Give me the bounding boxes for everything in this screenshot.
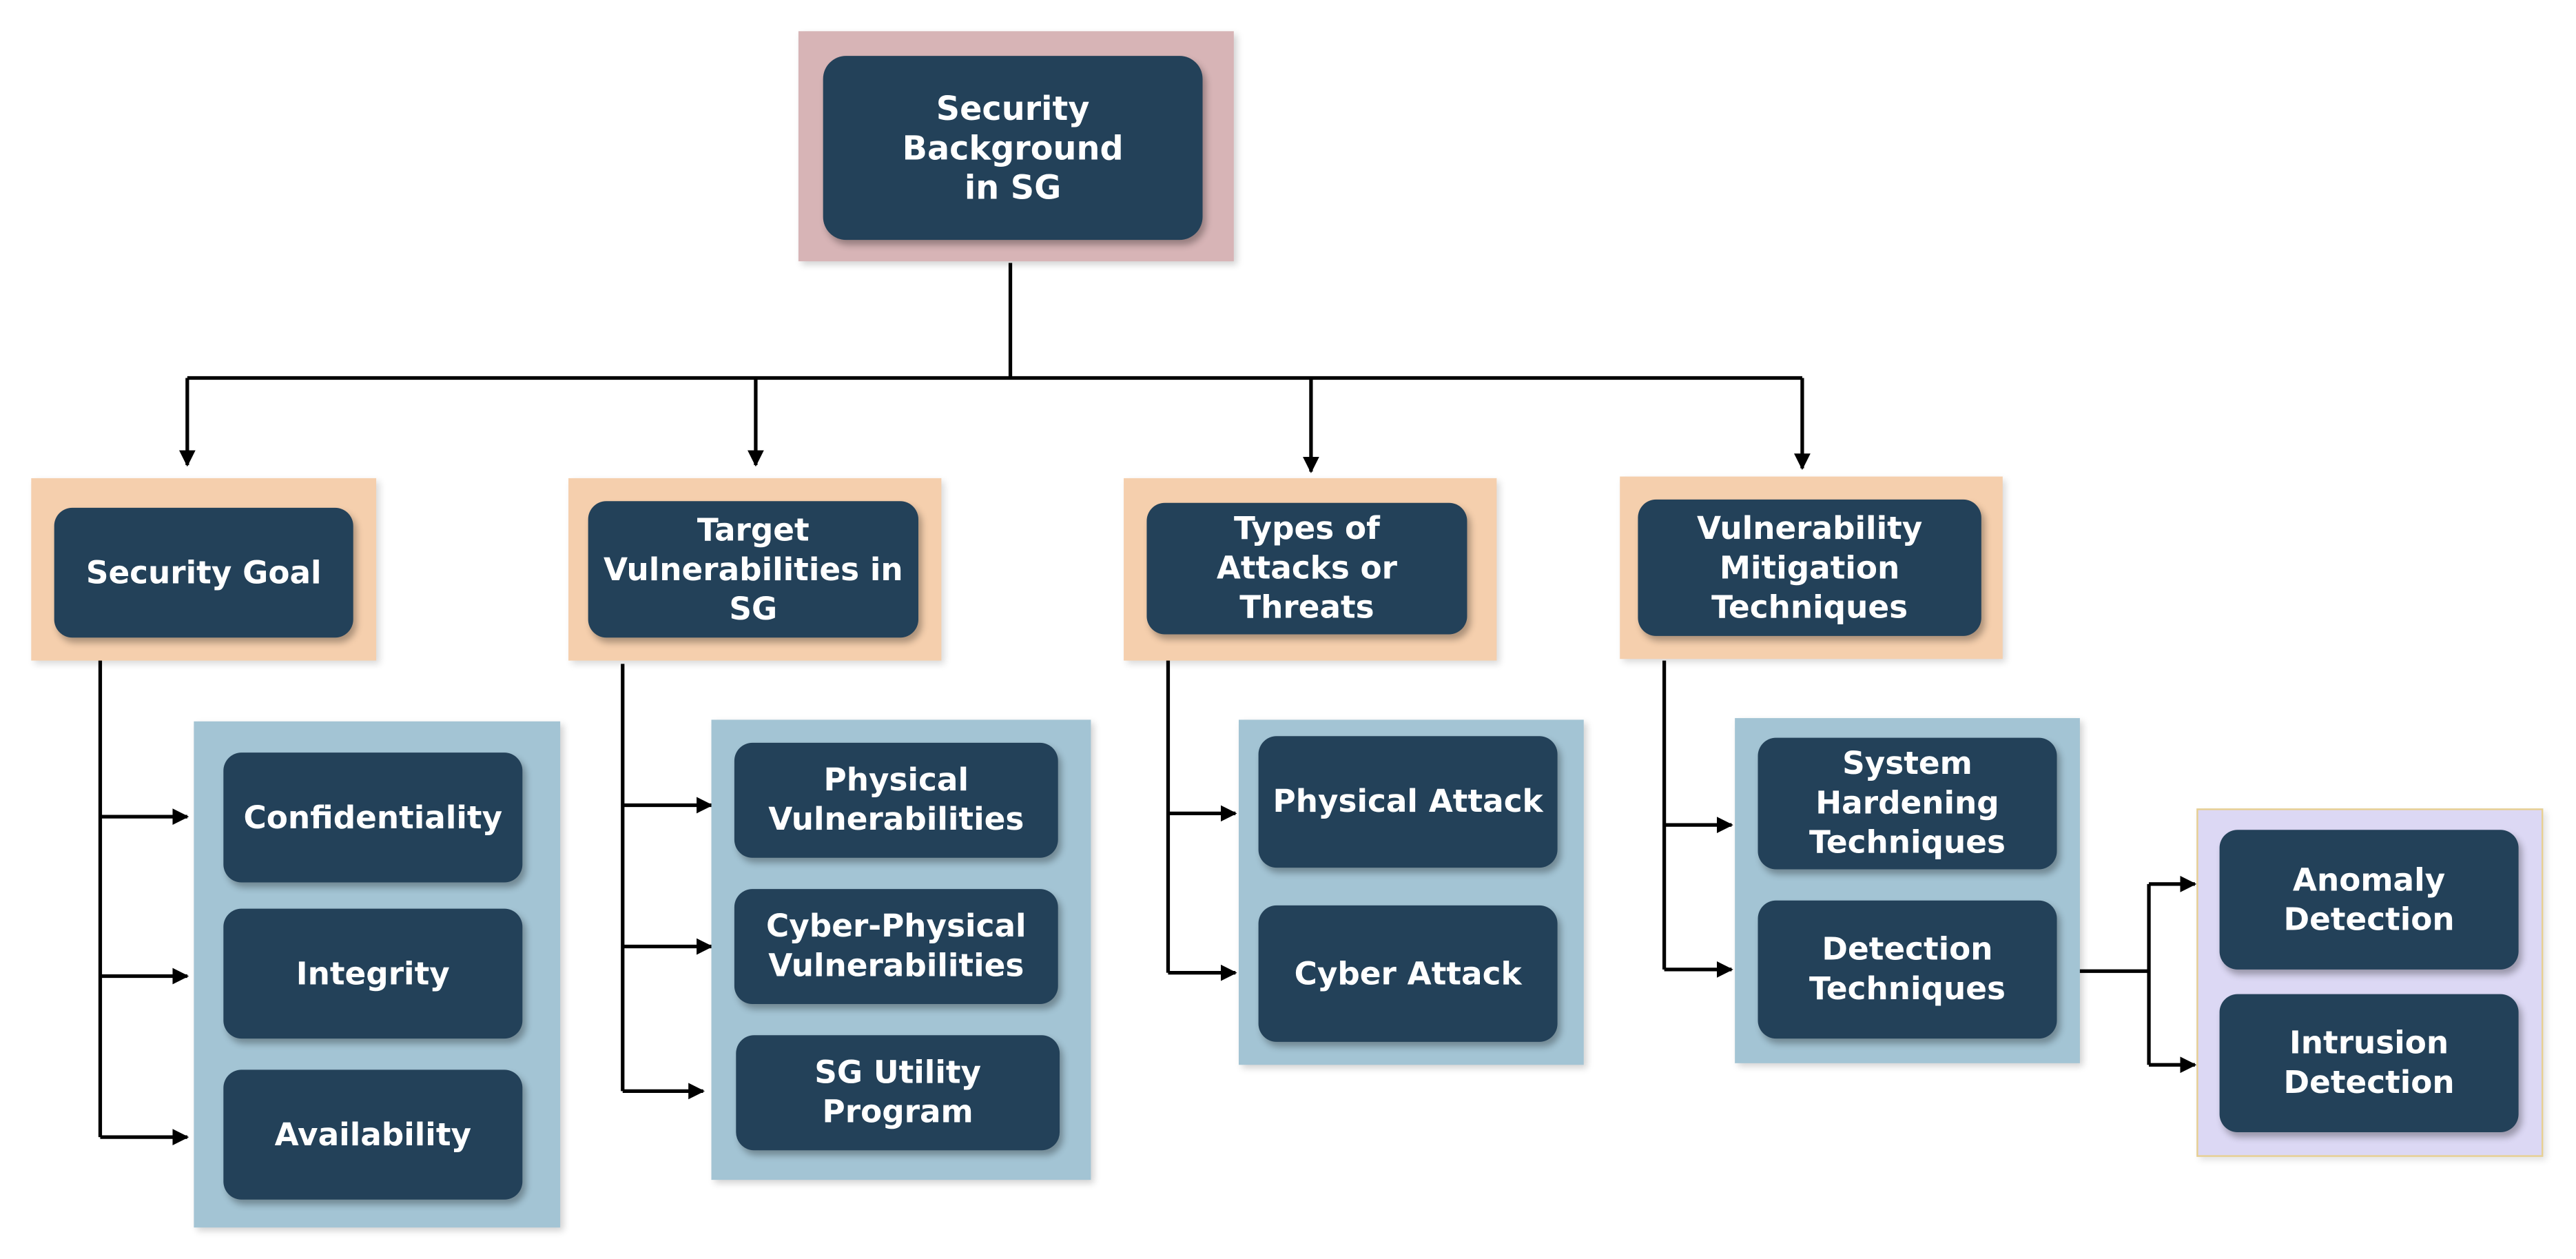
detection-techniques-node: Detection Techniques xyxy=(1758,900,2057,1039)
integrity-node: Integrity xyxy=(223,908,523,1039)
attack-types-node: Types of Attacks or Threats xyxy=(1146,502,1467,635)
mitigation-node: Vulnerability Mitigation Techniques xyxy=(1638,499,1981,636)
physical-vulnerabilities-node: Physical Vulnerabilities xyxy=(734,742,1058,858)
target-vulnerabilities-node: Target Vulnerabilities in SG xyxy=(588,501,918,638)
intrusion-detection-node: Intrusion Detection xyxy=(2219,994,2519,1132)
availability-node: Availability xyxy=(223,1069,523,1200)
sg-utility-program-node: SG Utility Program xyxy=(736,1035,1060,1151)
system-hardening-node: System Hardening Techniques xyxy=(1758,737,2057,870)
cyber-attack-node: Cyber Attack xyxy=(1258,905,1558,1042)
physical-attack-node: Physical Attack xyxy=(1258,736,1558,868)
anomaly-detection-node: Anomaly Detection xyxy=(2219,830,2519,970)
root-node: Security Background in SG xyxy=(823,56,1203,240)
security-goal-node: Security Goal xyxy=(54,507,353,638)
cyber-physical-vulnerabilities-node: Cyber-Physical Vulnerabilities xyxy=(734,889,1058,1004)
confidentiality-node: Confidentiality xyxy=(223,753,523,883)
